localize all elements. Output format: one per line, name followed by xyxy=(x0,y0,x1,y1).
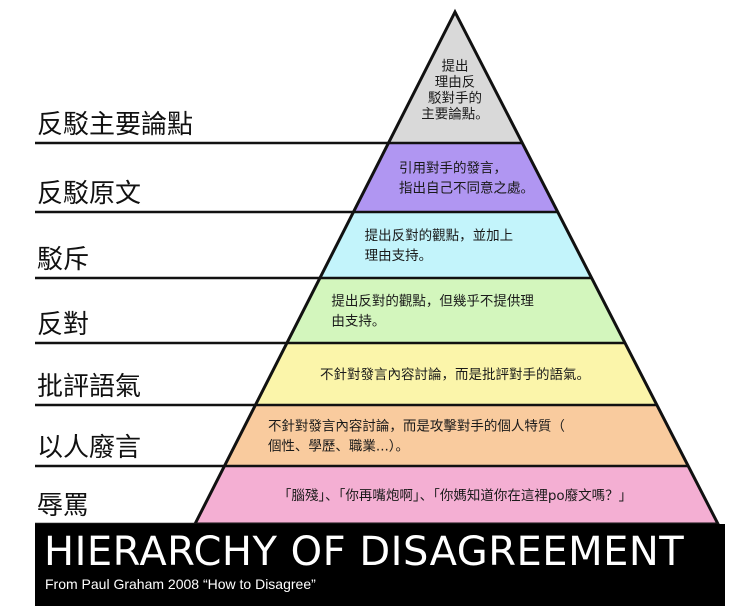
pyramid-tier xyxy=(286,278,626,343)
level-label: 批評語氣 xyxy=(37,372,141,402)
level-description-line: 駁對手的 xyxy=(428,91,482,107)
level-description-line: 不針對發言內容討論，而是攻擊對手的個人特質（ xyxy=(268,418,565,435)
level-description-line: 提出反對的觀點，但幾乎不提供理 xyxy=(331,294,534,310)
level-description-line: 「腦殘」、「你再嘴炮啊」、「你媽知道你在這裡po廢文嗎？」 xyxy=(278,487,632,504)
level-label: 以人廢言 xyxy=(37,433,141,463)
level-description-line: 指出自己不同意之處。 xyxy=(399,180,534,197)
pyramid-tier xyxy=(388,12,523,143)
level-description-line: 由支持。 xyxy=(331,314,385,330)
level-label: 反駁原文 xyxy=(37,179,141,209)
pyramid-tier xyxy=(319,212,592,278)
level-description-line: 提出反對的觀點，並加上 xyxy=(365,228,514,244)
level-description-line: 主要論點。 xyxy=(421,107,489,123)
title-banner: HIERARCHY OF DISAGREEMENT From Paul Grah… xyxy=(35,524,725,606)
banner-subtitle: From Paul Graham 2008 “How to Disagree” xyxy=(45,576,316,592)
pyramid-tier xyxy=(353,143,558,212)
banner-title: HIERARCHY OF DISAGREEMENT xyxy=(44,529,685,575)
pyramid-tiers xyxy=(195,12,718,524)
level-label: 反駁主要論點 xyxy=(37,110,193,140)
level-label: 反對 xyxy=(37,310,89,340)
level-description-line: 提出 xyxy=(442,59,469,75)
level-label: 辱罵 xyxy=(37,491,89,521)
pyramid-tier xyxy=(255,343,657,405)
pyramid-tier xyxy=(224,405,689,466)
level-description-line: 引用對手的發言， xyxy=(399,161,507,177)
level-description-line: 理由支持。 xyxy=(365,248,433,264)
level-description-line: 理由反 xyxy=(435,75,476,91)
level-label: 駁斥 xyxy=(37,245,89,275)
pyramid-tier xyxy=(195,466,718,524)
level-description-line: 不針對發言內容討論，而是批評對手的語氣。 xyxy=(320,366,590,383)
level-description-line: 個性、學歷、職業...）。 xyxy=(268,439,409,455)
